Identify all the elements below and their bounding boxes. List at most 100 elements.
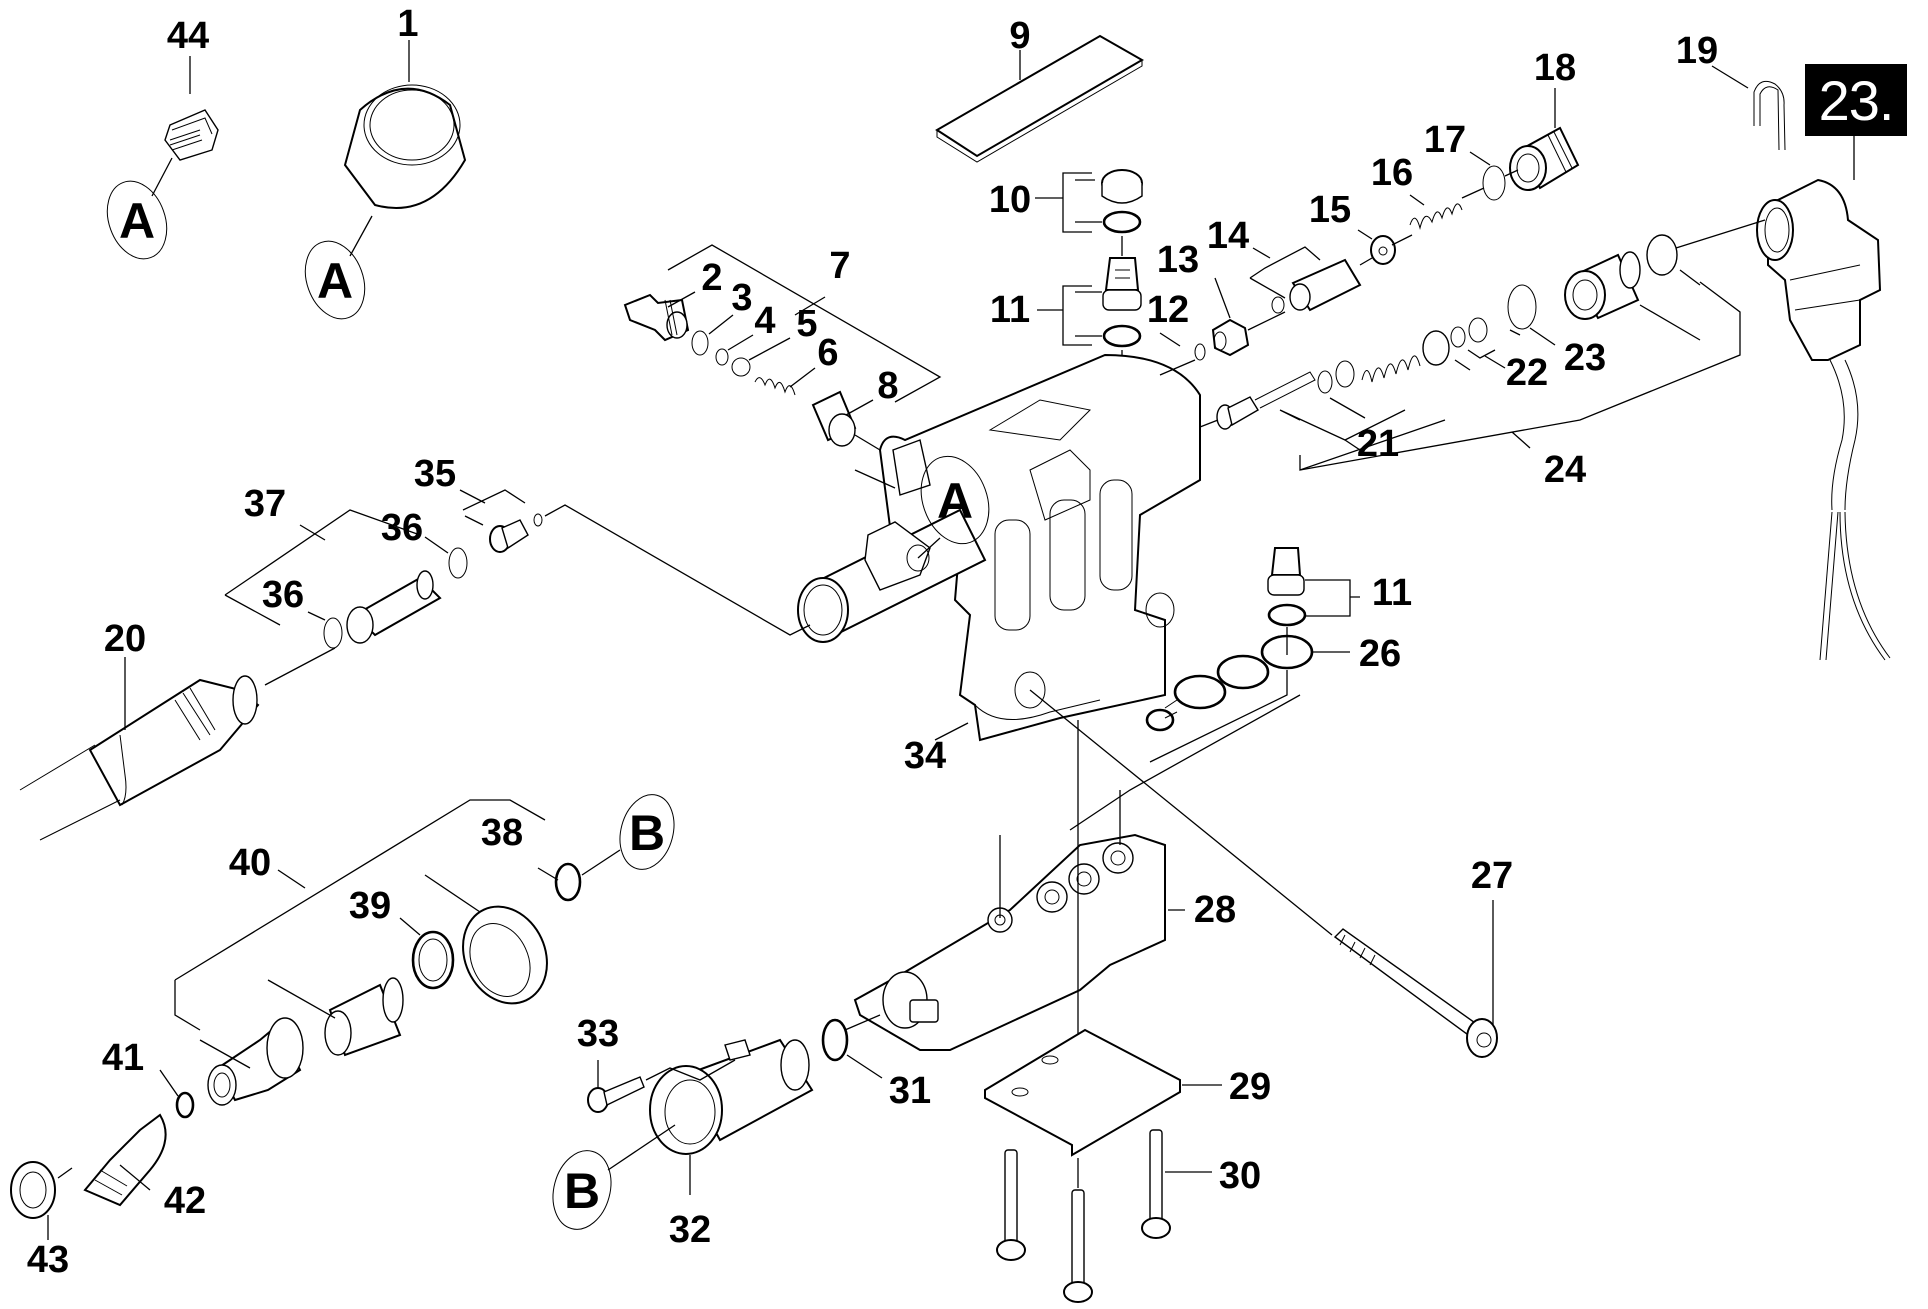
part-17-o-ring[interactable] bbox=[1482, 165, 1506, 201]
part-24-washer[interactable] bbox=[1646, 234, 1678, 276]
part-8-sleeve[interactable] bbox=[811, 390, 857, 447]
part-6-spring[interactable] bbox=[754, 377, 796, 396]
leader-37 bbox=[299, 524, 326, 541]
part-21-piston[interactable] bbox=[1216, 371, 1316, 430]
part-36-o-ring-lower[interactable] bbox=[323, 617, 343, 649]
leader-33-adapter bbox=[645, 1059, 736, 1081]
leader-21 bbox=[1344, 439, 1361, 451]
leader-1-a bbox=[349, 215, 373, 257]
leader-27-body bbox=[1029, 689, 1333, 936]
part-1-cap[interactable] bbox=[343, 84, 467, 209]
part-42-elbow[interactable] bbox=[83, 1113, 167, 1207]
leader-36-lower bbox=[307, 611, 326, 621]
part-30-screw-right[interactable] bbox=[1141, 1129, 1171, 1239]
callout-24: 24 bbox=[1544, 449, 1586, 491]
part-29-bracket[interactable] bbox=[984, 1028, 1181, 1157]
callout-38: 38 bbox=[481, 812, 523, 854]
callout-43: 43 bbox=[27, 1239, 69, 1281]
part-2-fitting[interactable] bbox=[623, 293, 690, 342]
callout-36-lower: 36 bbox=[262, 574, 304, 616]
part-4-o-ring[interactable] bbox=[715, 348, 729, 366]
part-18-threaded-plug[interactable] bbox=[1509, 126, 1580, 191]
bracket-40 bbox=[174, 799, 546, 1031]
part-35-o-ring[interactable] bbox=[533, 513, 543, 527]
part-11-valve-top[interactable] bbox=[1102, 257, 1142, 311]
callout-39: 39 bbox=[349, 885, 391, 927]
callout-40: 40 bbox=[229, 842, 271, 884]
part-20-hose[interactable] bbox=[88, 675, 260, 807]
leader-42 bbox=[119, 1164, 151, 1191]
part-24-spring[interactable] bbox=[1361, 355, 1421, 383]
leader-8 bbox=[845, 399, 874, 416]
part-23-pressure-switch[interactable] bbox=[1756, 178, 1882, 361]
bracket-37 bbox=[224, 509, 421, 626]
callout-33: 33 bbox=[577, 1013, 619, 1055]
part-21-o-ring[interactable] bbox=[1317, 370, 1333, 394]
part-34-pump-body[interactable] bbox=[878, 353, 1201, 742]
part-23-cable[interactable] bbox=[1819, 359, 1891, 661]
part-14-o-ring[interactable] bbox=[1271, 296, 1285, 314]
part-34-outlet-tube[interactable] bbox=[892, 439, 931, 496]
part-43-nut[interactable] bbox=[10, 1161, 56, 1219]
part-36-o-ring-upper[interactable] bbox=[448, 547, 468, 579]
part-21-washer[interactable] bbox=[1335, 360, 1355, 388]
leader-40-filter bbox=[267, 979, 336, 1019]
part-27-bolt[interactable] bbox=[1333, 928, 1498, 1058]
part-10-o-ring[interactable] bbox=[1102, 210, 1142, 234]
bracket-11-top bbox=[1037, 285, 1102, 346]
marker-b-inlet: B bbox=[619, 794, 675, 870]
part-22-o-ring[interactable] bbox=[1450, 326, 1466, 348]
leader-15 bbox=[1357, 229, 1373, 240]
part-23-o-ring[interactable] bbox=[1507, 284, 1537, 330]
part-12-o-ring[interactable] bbox=[1194, 343, 1206, 361]
part-14-piston[interactable] bbox=[1289, 258, 1362, 312]
callout-9: 9 bbox=[1009, 15, 1030, 57]
callout-26: 26 bbox=[1359, 633, 1401, 675]
part-15-valve-disc[interactable] bbox=[1370, 235, 1396, 265]
part-32-adapter[interactable] bbox=[649, 1038, 814, 1155]
bracket-10 bbox=[1035, 172, 1102, 233]
leader-36-hose bbox=[264, 647, 336, 686]
leader-17 bbox=[1469, 151, 1491, 166]
leader-22 bbox=[1484, 355, 1506, 369]
part-13-plug[interactable] bbox=[1211, 318, 1250, 357]
part-22-washer[interactable] bbox=[1468, 317, 1488, 343]
part-44-plug[interactable] bbox=[164, 109, 219, 161]
leader-7 bbox=[794, 296, 826, 316]
leader-36-upper bbox=[424, 536, 449, 554]
part-3-o-ring[interactable] bbox=[691, 330, 709, 356]
part-5-ball[interactable] bbox=[731, 357, 751, 377]
part-35-fitting[interactable] bbox=[489, 519, 529, 553]
part-11-o-ring-lower[interactable] bbox=[1267, 603, 1307, 627]
part-30-screw-center[interactable] bbox=[1063, 1189, 1093, 1303]
callout-29: 29 bbox=[1229, 1066, 1271, 1108]
part-31-o-ring[interactable] bbox=[821, 1018, 849, 1062]
leader-28-c bbox=[1069, 694, 1301, 831]
marker-a-cap-text: A bbox=[317, 253, 353, 309]
part-33-screw[interactable] bbox=[587, 1076, 645, 1113]
part-11-valve-lower[interactable] bbox=[1267, 547, 1305, 596]
part-24-disc[interactable] bbox=[1422, 330, 1450, 366]
part-39-gasket[interactable] bbox=[411, 930, 455, 990]
part-10-valve-cap[interactable] bbox=[1101, 169, 1143, 204]
part-28-manifold[interactable] bbox=[853, 833, 1166, 1051]
part-39-nut[interactable] bbox=[448, 893, 563, 1017]
part-34-inlet-tube[interactable] bbox=[797, 508, 987, 643]
part-9-strip[interactable] bbox=[935, 34, 1145, 163]
part-30-screw-left[interactable] bbox=[996, 1149, 1026, 1261]
part-40-filter[interactable] bbox=[324, 977, 404, 1057]
part-24-valve-seat[interactable] bbox=[1564, 251, 1641, 320]
callout-18: 18 bbox=[1534, 47, 1576, 89]
part-41-o-ring[interactable] bbox=[175, 1091, 195, 1119]
part-11-o-ring-top[interactable] bbox=[1102, 324, 1142, 348]
part-16-spring[interactable] bbox=[1409, 203, 1463, 230]
bracket-22 bbox=[1467, 349, 1496, 359]
part-40-housing[interactable] bbox=[207, 1017, 304, 1106]
part-38-washer[interactable] bbox=[554, 862, 582, 902]
bracket-24 bbox=[1299, 281, 1741, 471]
callout-2: 2 bbox=[701, 257, 722, 299]
leader-21-body bbox=[1199, 419, 1219, 428]
part-37-valve-cartridge[interactable] bbox=[346, 570, 442, 644]
part-19-clip[interactable] bbox=[1753, 80, 1786, 151]
leader-40-housing bbox=[199, 1039, 251, 1069]
